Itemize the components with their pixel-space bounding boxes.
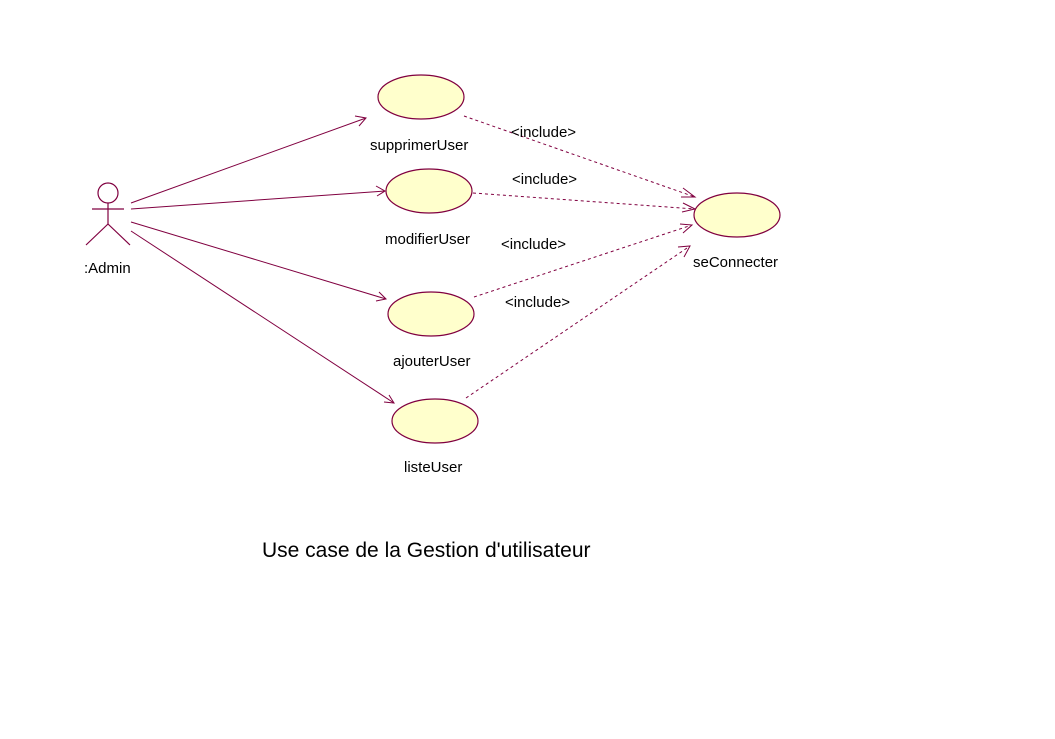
usecase-seconnecter[interactable] <box>693 192 781 238</box>
usecase-label-ajouteruser: ajouterUser <box>393 353 471 370</box>
include-label-supprimer: <include> <box>511 124 576 141</box>
include-ajouter <box>473 224 693 298</box>
usecase-label-seconnecter: seConnecter <box>693 254 778 271</box>
assoc-ajouter <box>130 221 387 300</box>
usecase-ajouteruser[interactable] <box>387 291 475 337</box>
include-label-modifier: <include> <box>512 171 577 188</box>
include-modifier <box>472 192 696 210</box>
include-label-liste: <include> <box>505 294 570 311</box>
usecase-label-listeuser: listeUser <box>404 459 462 476</box>
usecase-supprimeruser[interactable] <box>377 74 465 120</box>
include-ajouter-arrowhead <box>679 223 694 234</box>
include-modifier-arrowhead <box>681 202 697 213</box>
include-arrowheads <box>677 187 697 258</box>
admin-actor[interactable] <box>85 182 131 246</box>
associations <box>130 115 395 404</box>
assoc-ajouter-arrowhead <box>375 291 388 302</box>
diagram-caption: Use case de la Gestion d'utilisateur <box>262 539 591 562</box>
actor-left-leg <box>85 223 109 246</box>
assoc-supprimer <box>130 117 367 204</box>
usecase-listeuser[interactable] <box>391 398 479 444</box>
actor-label: :Admin <box>84 260 131 277</box>
usecase-modifieruser[interactable] <box>385 168 473 214</box>
assoc-liste-arrowhead <box>383 394 395 404</box>
include-liste-arrowhead <box>677 245 691 258</box>
assoc-supprimer-arrowhead <box>354 115 367 127</box>
assoc-modifier <box>130 190 386 210</box>
include-dependencies <box>463 115 696 399</box>
actor-head <box>97 182 119 204</box>
include-liste <box>465 245 691 399</box>
include-supprimer-arrowhead <box>681 187 697 198</box>
assoc-modifier-arrowhead <box>375 185 386 197</box>
usecase-label-modifieruser: modifierUser <box>385 231 470 248</box>
include-supprimer <box>463 115 696 198</box>
include-label-ajouter: <include> <box>501 236 566 253</box>
assoc-liste <box>130 230 395 404</box>
actor-right-leg <box>107 223 131 246</box>
use-cases <box>377 74 781 444</box>
usecase-label-supprimeruser: supprimerUser <box>370 137 468 154</box>
